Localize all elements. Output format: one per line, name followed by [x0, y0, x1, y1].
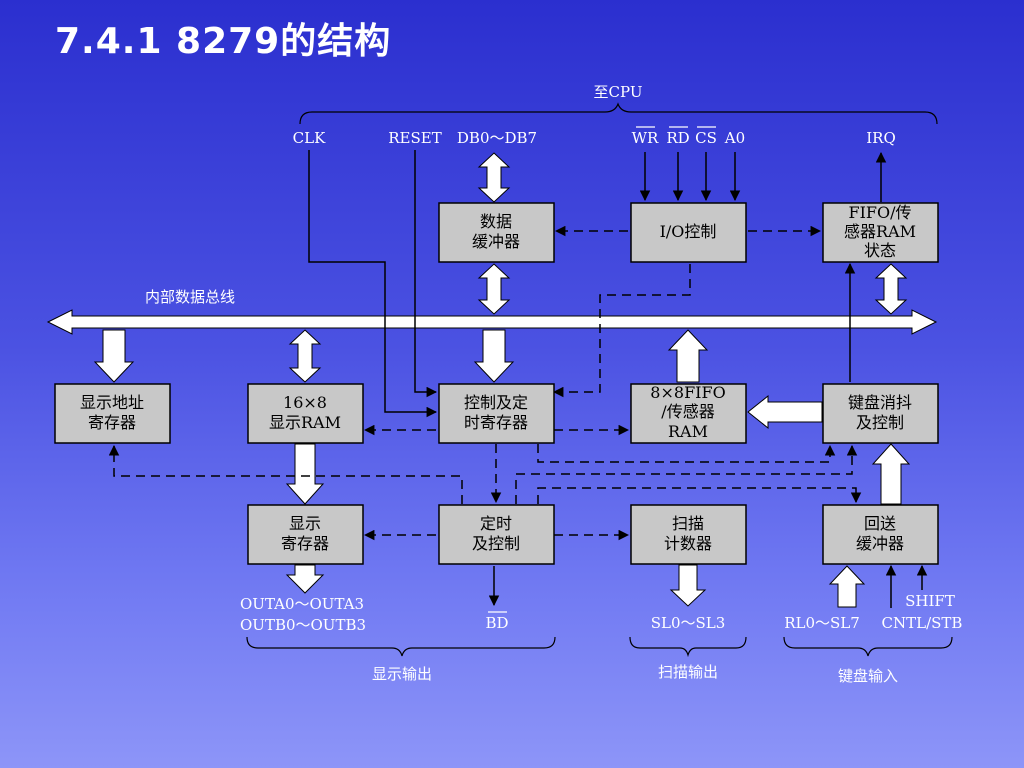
svg-text:寄存器: 寄存器	[281, 534, 329, 553]
data-buffer-block: 数据 缓冲器	[438, 202, 555, 263]
internal-bus-label: 内部数据总线	[145, 288, 235, 306]
svg-text:时寄存器: 时寄存器	[464, 413, 528, 432]
clk-label: CLK	[293, 129, 326, 147]
svg-text:/传感器: /传感器	[661, 402, 714, 421]
svg-text:8×8FIFO: 8×8FIFO	[650, 383, 725, 402]
control-timing-reg-block: 控制及定 时寄存器	[438, 383, 555, 444]
return-buffer-block: 回送 缓冲器	[822, 504, 939, 565]
scan-out-arrow	[669, 564, 707, 607]
to-cpu-label: 至CPU	[594, 83, 643, 101]
display-out-arrow	[285, 564, 325, 594]
svg-text:定时: 定时	[480, 514, 512, 533]
internal-bus	[46, 309, 938, 335]
timing-control-block: 定时 及控制	[438, 504, 555, 565]
svg-text:计数器: 计数器	[664, 534, 712, 553]
svg-text:显示: 显示	[289, 514, 321, 533]
display-output-brace	[246, 636, 556, 657]
overbars	[488, 126, 716, 613]
buffer-bus-arrow	[477, 263, 511, 315]
svg-text:I/O控制: I/O控制	[660, 222, 717, 241]
outb-label: OUTB0～OUTB3	[240, 616, 366, 634]
db-label: DB0～DB7	[457, 129, 537, 147]
fifo-status-bus-arrow	[874, 263, 908, 315]
scan-counter-block: 扫描 计数器	[630, 504, 747, 565]
svg-text:感器RAM: 感器RAM	[844, 222, 916, 241]
svg-text:16×8: 16×8	[283, 393, 327, 412]
blocks: 数据 缓冲器 I/O控制 FIFO/传 感器RAM 状态 显示地址 寄存器 16…	[54, 202, 939, 565]
ram-reg-arrow	[285, 443, 325, 505]
bus-arrows	[93, 152, 911, 608]
io-control-block: I/O控制	[630, 202, 747, 263]
rl-arrow	[828, 565, 866, 608]
svg-text:显示地址: 显示地址	[80, 393, 144, 412]
svg-text:缓冲器: 缓冲器	[856, 534, 904, 553]
keyboard-input-label: 键盘输入	[838, 667, 898, 685]
bd-label: BD	[485, 614, 508, 632]
fifo-bus-arrow	[667, 329, 709, 383]
return-debounce-arrow	[871, 443, 911, 505]
outa-label: OUTA0～OUTA3	[240, 595, 364, 613]
bus-addr-arrow	[93, 329, 135, 383]
scan-output-label: 扫描输出	[658, 663, 718, 681]
svg-text:及控制: 及控制	[472, 534, 520, 553]
sl-label: SL0～SL3	[651, 614, 726, 632]
svg-text:扫描: 扫描	[672, 514, 704, 533]
bottom-braces	[246, 636, 953, 658]
display-ram-block: 16×8 显示RAM	[247, 383, 364, 444]
rl-label: RL0～SL7	[784, 614, 860, 632]
svg-text:FIFO/传: FIFO/传	[848, 203, 911, 222]
display-output-label: 显示输出	[372, 665, 432, 683]
page-title: 7.4.1 8279的结构	[55, 21, 392, 62]
cpu-brace	[299, 102, 938, 125]
cs-label: CS	[695, 129, 717, 147]
bus-control-arrow	[473, 329, 515, 383]
svg-text:显示RAM: 显示RAM	[269, 413, 341, 432]
svg-text:寄存器: 寄存器	[88, 413, 136, 432]
wr-label: WR	[632, 129, 659, 147]
svg-text:控制及定: 控制及定	[464, 393, 528, 412]
solid-lines	[308, 150, 928, 608]
a0-label: A0	[724, 129, 745, 147]
rd-label: RD	[666, 129, 689, 147]
ram-bus-arrow	[288, 329, 322, 383]
svg-text:数据: 数据	[480, 212, 512, 231]
display-addr-reg-block: 显示地址 寄存器	[54, 383, 171, 444]
svg-text:及控制: 及控制	[856, 413, 904, 432]
svg-text:状态: 状态	[864, 241, 896, 260]
shift-label: SHIFT	[905, 592, 955, 610]
display-reg-block: 显示 寄存器	[247, 504, 364, 565]
debounce-control-block: 键盘消抖 及控制	[822, 383, 939, 444]
svg-text:缓冲器: 缓冲器	[472, 232, 520, 251]
irq-label: IRQ	[866, 129, 896, 147]
svg-text:键盘消抖: 键盘消抖	[848, 393, 912, 412]
fifo-status-block: FIFO/传 感器RAM 状态	[822, 202, 939, 263]
db-double-arrow	[477, 152, 511, 203]
svg-text:回送: 回送	[864, 514, 896, 533]
keyboard-input-brace	[783, 636, 953, 657]
dashed-lines	[108, 225, 862, 541]
scan-output-brace	[629, 636, 747, 658]
cntl-label: CNTL/STB	[882, 614, 963, 632]
fifo-ram-block: 8×8FIFO /传感器 RAM	[630, 383, 747, 444]
svg-text:RAM: RAM	[668, 422, 708, 441]
reset-label: RESET	[388, 129, 441, 147]
debounce-fifo-arrow	[747, 394, 823, 430]
